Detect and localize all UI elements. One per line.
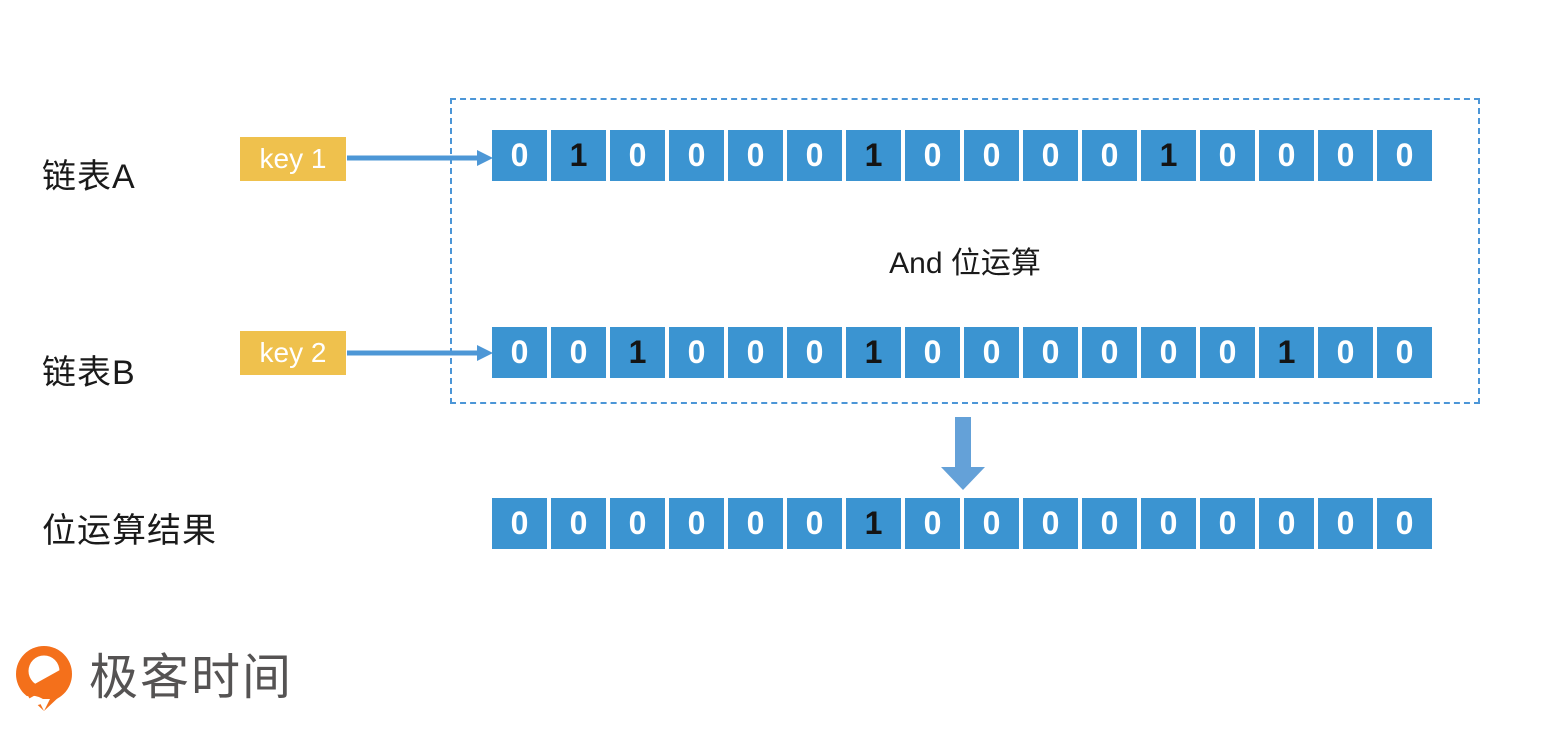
bit-cell: 0 [964,498,1019,549]
bit-cell: 0 [1318,327,1373,378]
bit-cell: 0 [1200,327,1255,378]
bit-cell: 0 [728,130,783,181]
geektime-logo-text: 极客时间 [89,650,294,705]
bit-cell: 0 [1377,498,1432,549]
bit-cell: 0 [1259,130,1314,181]
bit-cell: 1 [846,498,901,549]
bit-cell: 0 [1082,327,1137,378]
list-a-label: 链表A [42,158,136,196]
bit-cell: 0 [1377,130,1432,181]
list-b-label: 链表B [42,354,136,392]
bit-cell: 0 [964,327,1019,378]
key2-box: key 2 [240,331,346,375]
operand-group-dashed-box [450,98,1480,404]
bit-cell: 0 [1023,130,1078,181]
bit-cell: 0 [1023,498,1078,549]
bit-cell: 0 [669,498,724,549]
down-arrow-icon [941,417,985,490]
bit-cell: 0 [787,327,842,378]
bit-cell: 0 [1259,498,1314,549]
bit-cell: 0 [1141,498,1196,549]
bit-cell: 0 [1023,327,1078,378]
bit-cell: 0 [610,130,665,181]
bit-cell: 0 [1200,498,1255,549]
bit-cell: 0 [492,327,547,378]
arrow-key2-to-bitmap-b [347,345,493,361]
bit-cell: 0 [669,327,724,378]
bit-cell: 1 [610,327,665,378]
bit-cell: 0 [1318,498,1373,549]
bit-cell: 0 [1141,327,1196,378]
bit-cell: 0 [964,130,1019,181]
result-label: 位运算结果 [42,512,217,550]
bit-cell: 0 [1082,130,1137,181]
key1-box: key 1 [240,137,346,181]
bit-cell: 0 [905,130,960,181]
bit-cell: 0 [787,498,842,549]
bit-cell: 1 [1259,327,1314,378]
bit-cell: 0 [1318,130,1373,181]
bit-cell: 1 [551,130,606,181]
bit-cell: 0 [1200,130,1255,181]
bit-cell: 1 [846,327,901,378]
bit-cell: 0 [492,498,547,549]
geektime-logo: 极客时间 [12,644,293,712]
bit-cell: 0 [787,130,842,181]
and-operation-label: And 位运算 [889,247,1041,280]
bit-cell: 0 [728,327,783,378]
geektime-logo-icon [16,646,72,711]
bit-cell: 0 [905,327,960,378]
bit-cell: 0 [551,498,606,549]
bit-cell: 0 [728,498,783,549]
bit-cell: 0 [905,498,960,549]
bit-cell: 0 [551,327,606,378]
bit-cell: 0 [1377,327,1432,378]
bit-cell: 0 [610,498,665,549]
arrow-key1-to-bitmap-a [347,150,493,166]
bit-cell: 1 [846,130,901,181]
bit-cell: 1 [1141,130,1196,181]
bit-cell: 0 [1082,498,1137,549]
bit-cell: 0 [669,130,724,181]
bit-cell: 0 [492,130,547,181]
